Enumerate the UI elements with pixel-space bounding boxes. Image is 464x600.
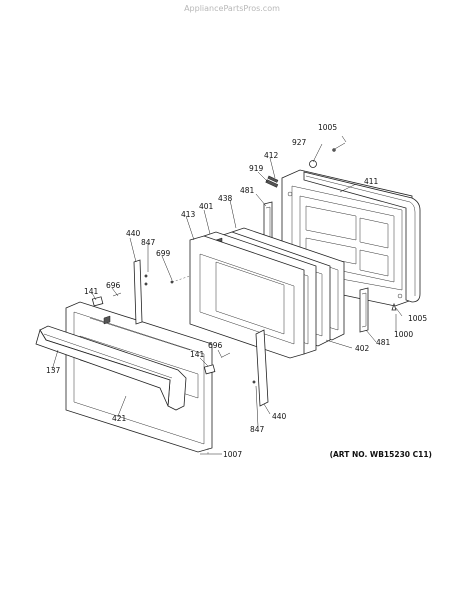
callout-137: 137 — [46, 366, 61, 375]
callout-141-right: 141 — [190, 350, 205, 359]
callout-438: 438 — [218, 194, 233, 203]
callout-421: 421 — [112, 414, 127, 423]
callout-699: 699 — [156, 249, 171, 258]
callout-927: 927 — [292, 138, 307, 147]
callout-440-left: 440 — [126, 229, 141, 238]
callout-696-left: 696 — [106, 281, 121, 290]
callout-847-left: 847 — [141, 238, 156, 247]
callout-696-right: 696 — [208, 341, 223, 350]
callout-1005-right: 1005 — [408, 314, 427, 323]
hinge-hardware — [265, 142, 397, 322]
side-trim-part-440a — [133, 259, 148, 325]
door-glass-panel-part — [189, 235, 305, 359]
callout-402: 402 — [355, 344, 370, 353]
door-gasket-part — [303, 171, 421, 303]
callout-leaders — [51, 135, 403, 455]
side-trim-part-440b — [252, 329, 269, 407]
watermark-text: AppliancePartsPros.com — [184, 4, 280, 13]
callout-1007: 1007 — [223, 450, 242, 459]
callout-440-right: 440 — [272, 412, 287, 421]
callout-1000: 1000 — [394, 330, 413, 339]
handle-caps — [91, 292, 231, 375]
callout-412: 412 — [264, 151, 279, 160]
assembly-guide-lines — [170, 275, 209, 454]
callout-401: 401 — [199, 202, 214, 211]
callout-141-left: 141 — [84, 287, 99, 296]
callout-481-right: 481 — [376, 338, 391, 347]
callout-847-right: 847 — [250, 425, 265, 434]
art-number-label: (ART NO. WB15230 C11) — [329, 450, 432, 459]
callout-1005-top: 1005 — [318, 123, 337, 132]
callout-labels: 1005 927 412 919 411 481 438 401 413 440… — [46, 123, 427, 459]
hinge-part-481b — [359, 287, 369, 333]
callout-413: 413 — [181, 210, 196, 219]
door-handle-part — [35, 325, 187, 411]
callout-411: 411 — [364, 177, 379, 186]
callout-919: 919 — [249, 164, 264, 173]
callout-481-top: 481 — [240, 186, 255, 195]
